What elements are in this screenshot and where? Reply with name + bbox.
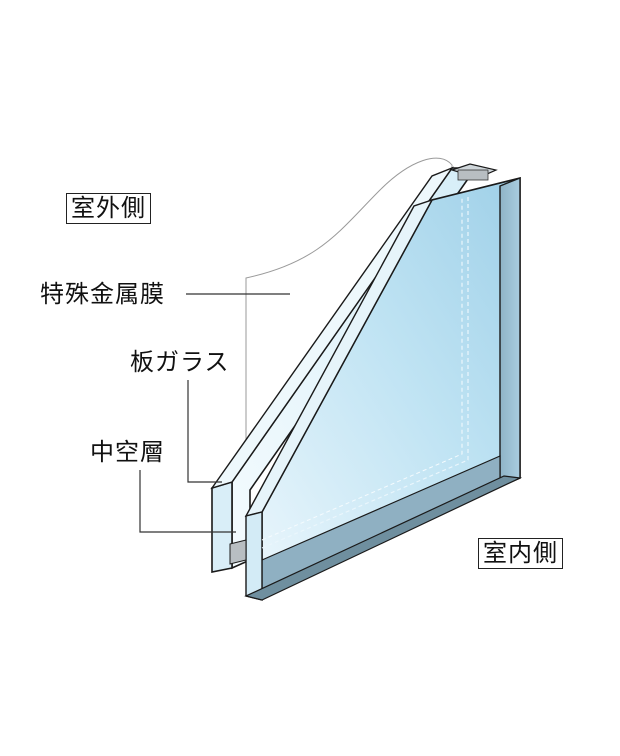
inner-glass-left-edge: [245, 511, 263, 601]
spacer-dashed-line: [261, 196, 469, 549]
leader-cavity: [139, 470, 236, 533]
spacer-top-desiccant: [457, 169, 489, 181]
leader-plate: [187, 380, 222, 483]
outer-glass-edge: [211, 480, 233, 573]
air-cavity-label: 中空層: [90, 438, 165, 466]
indoor-side-label: 室内側: [478, 538, 563, 569]
spacer-dashed-line-2: [261, 198, 463, 541]
spacer-bottom: [229, 539, 247, 565]
inner-glass-bottom-edge: [244, 475, 523, 601]
inner-glass-right-edge: [499, 176, 521, 488]
outdoor-side-label: 室外側: [66, 193, 151, 224]
plate-glass-label: 板ガラス: [130, 348, 230, 376]
low-e-coating-label: 特殊金属膜: [40, 280, 165, 308]
